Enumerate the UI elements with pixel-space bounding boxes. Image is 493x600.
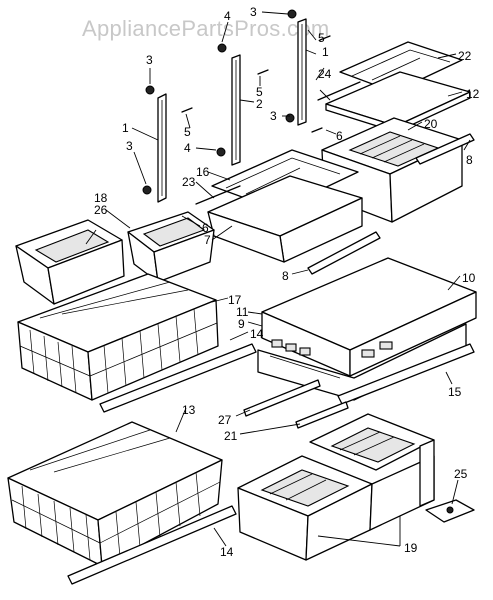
wire-basket-lower xyxy=(7,421,223,567)
humidity-control xyxy=(425,499,475,523)
callout-17: 17 xyxy=(228,293,242,307)
callout-5: 5 xyxy=(184,125,191,139)
callout-16: 16 xyxy=(196,165,210,179)
callout-19: 19 xyxy=(404,541,418,555)
callout-9: 9 xyxy=(238,317,245,331)
callout-24: 24 xyxy=(318,67,332,81)
crisper-drawer-left xyxy=(237,455,373,561)
callout-1: 1 xyxy=(122,121,129,135)
callout-5: 5 xyxy=(318,31,325,45)
crisper-rail-left xyxy=(243,379,349,429)
callout-14: 14 xyxy=(250,327,264,341)
callout-3: 3 xyxy=(146,53,153,67)
callout-7: 7 xyxy=(204,233,211,247)
callout-1: 1 xyxy=(322,45,329,59)
callout-20: 20 xyxy=(424,117,438,131)
callout-23: 23 xyxy=(182,175,196,189)
callout-4: 4 xyxy=(184,141,191,155)
watermark: AppliancePartsPros.com xyxy=(82,16,329,41)
shelf-ladder-right xyxy=(285,9,307,126)
drawer-rail-right xyxy=(415,133,475,165)
callout-22: 22 xyxy=(458,49,472,63)
callout-25: 25 xyxy=(454,467,468,481)
storage-bin-right xyxy=(127,211,215,283)
callout-5: 5 xyxy=(256,85,263,99)
callout-2: 2 xyxy=(256,97,263,111)
crisper-rail-right xyxy=(337,343,475,405)
callout-13: 13 xyxy=(182,403,196,417)
shelf-ladder-left xyxy=(142,85,167,203)
basket-rail-upper xyxy=(99,343,257,413)
crisper-cover xyxy=(261,257,477,377)
callout-18: 18 xyxy=(94,191,108,205)
callout-12: 12 xyxy=(466,87,480,101)
callout-3: 3 xyxy=(270,109,277,123)
shelf-rod xyxy=(307,231,381,275)
callout-8: 8 xyxy=(282,269,289,283)
callout-21: 21 xyxy=(224,429,238,443)
callout-4: 4 xyxy=(224,9,231,23)
shelf-frame-middle xyxy=(195,175,363,263)
callout-6: 6 xyxy=(336,129,343,143)
callout-6: 6 xyxy=(202,221,209,235)
callout-10: 10 xyxy=(462,271,476,285)
crisper-drawer-right xyxy=(309,413,435,531)
callout-3: 3 xyxy=(250,5,257,19)
basket-rail-lower xyxy=(67,505,237,585)
callout-14: 14 xyxy=(220,545,234,559)
wire-basket-upper xyxy=(17,273,219,401)
callout-11: 11 xyxy=(236,305,249,319)
callout-15: 15 xyxy=(448,385,462,399)
leader-lines xyxy=(85,11,471,547)
callout-27: 27 xyxy=(218,413,232,427)
deli-drawer xyxy=(321,117,463,223)
callout-3: 3 xyxy=(126,139,133,153)
callout-labels: 3 4 3 5 1 24 5 2 3 1 5 4 3 16 23 6 7 6 2… xyxy=(94,5,480,559)
callout-8: 8 xyxy=(466,153,473,167)
callout-26: 26 xyxy=(94,203,108,217)
shelf-ladder-center xyxy=(216,43,241,166)
